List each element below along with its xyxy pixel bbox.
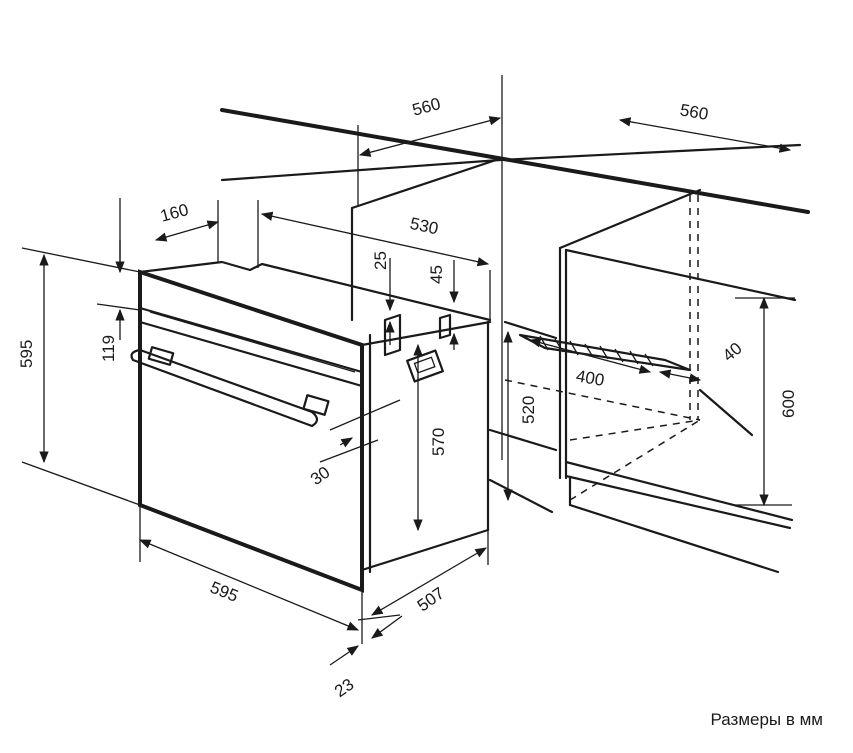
right-niche-cabinet xyxy=(488,188,797,574)
dim-front-thickness: 23 xyxy=(331,675,357,701)
dim-vent-width: 400 xyxy=(575,366,606,390)
dim-front-width: 595 xyxy=(207,578,240,606)
dim-gap-45: 45 xyxy=(427,265,446,284)
dim-vent-depth: 40 xyxy=(719,339,746,366)
dim-niche-height-right: 600 xyxy=(779,390,798,418)
dim-niche-depth-left: 560 xyxy=(410,94,442,120)
dim-niche-depth-right: 560 xyxy=(679,100,710,124)
dimension-labels: 560 560 160 530 25 45 595 119 570 520 30… xyxy=(17,94,798,701)
dim-handle-offset: 30 xyxy=(307,463,333,489)
extension-lines xyxy=(21,198,795,644)
dim-body-height: 570 xyxy=(429,428,448,456)
dim-top-depth: 160 xyxy=(158,200,190,226)
dim-panel-height: 119 xyxy=(99,335,118,362)
dim-overall-height: 595 xyxy=(17,340,36,368)
dim-side-depth: 507 xyxy=(414,584,448,616)
dimension-arrows xyxy=(39,116,792,666)
vent-slot xyxy=(518,333,692,372)
dim-gap-25: 25 xyxy=(371,251,390,270)
oven-body xyxy=(130,260,492,593)
dim-body-depth: 530 xyxy=(408,214,440,238)
worktop-lines xyxy=(220,75,810,460)
dim-niche-height-left: 520 xyxy=(519,396,538,424)
units-caption: Размеры в мм xyxy=(710,710,823,729)
